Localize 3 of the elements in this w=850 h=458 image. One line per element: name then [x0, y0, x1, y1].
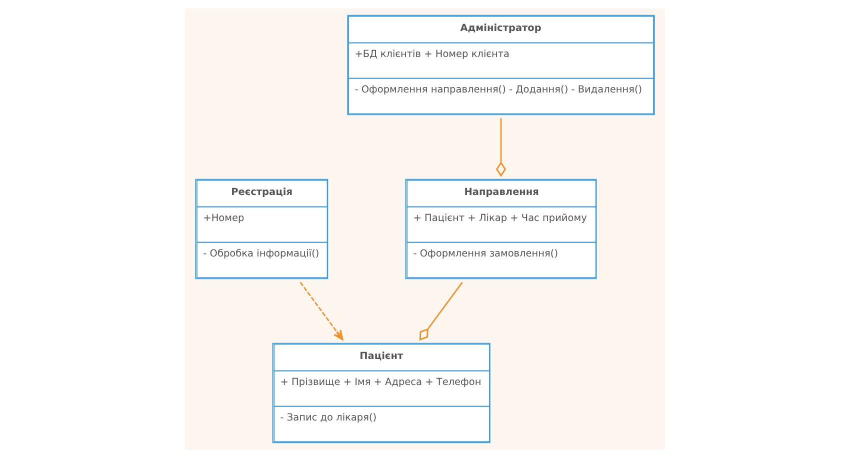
- connector: [496, 118, 506, 177]
- connector: [419, 282, 463, 341]
- arrow: [300, 282, 344, 340]
